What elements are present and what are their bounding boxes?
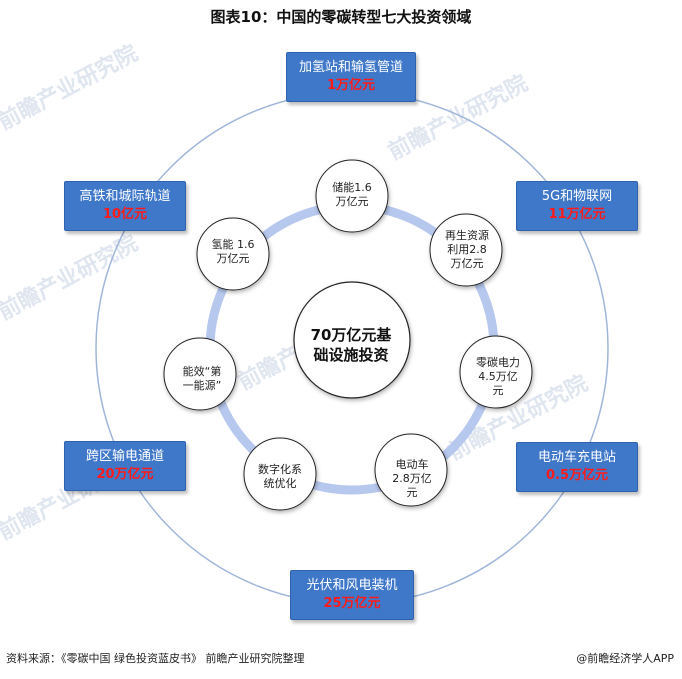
inner-node-circle [459, 335, 533, 409]
box-5g-iot: 5G和物联网 11万亿元 [516, 181, 638, 231]
box-high-speed-rail: 高铁和城际轨道 10亿元 [64, 181, 186, 231]
inner-node-circle [374, 433, 448, 507]
inner-node-circle [243, 437, 317, 511]
box-ev-charging: 电动车充电站 0.5万亿元 [516, 442, 638, 492]
box-cross-region-transmission: 跨区输电通道 20万亿元 [64, 441, 186, 491]
inner-node-circle [163, 337, 237, 411]
inner-node-circle [429, 213, 503, 287]
inner-node-circle [315, 159, 389, 233]
box-hydrogen-station: 加氢站和输氢管道 1万亿元 [286, 52, 416, 102]
source-note: 资料来源：《零碳中国 绿色投资蓝皮书》 前瞻产业研究院整理 [6, 652, 305, 665]
center-circle [293, 281, 411, 399]
brand-credit: @前瞻经济学人APP [576, 652, 674, 665]
inner-node-label-digital: 数字化系统优化 [258, 463, 302, 490]
box-pv-wind: 光伏和风电装机 25万亿元 [290, 570, 414, 620]
center-label: 70万亿元基 础设施投资 [310, 326, 392, 364]
chart-title: 图表10：中国的零碳转型七大投资领域 [210, 8, 472, 26]
inner-node-circle [196, 217, 270, 291]
inner-node-label-efficiency: 能效“第一能源” [182, 365, 222, 392]
